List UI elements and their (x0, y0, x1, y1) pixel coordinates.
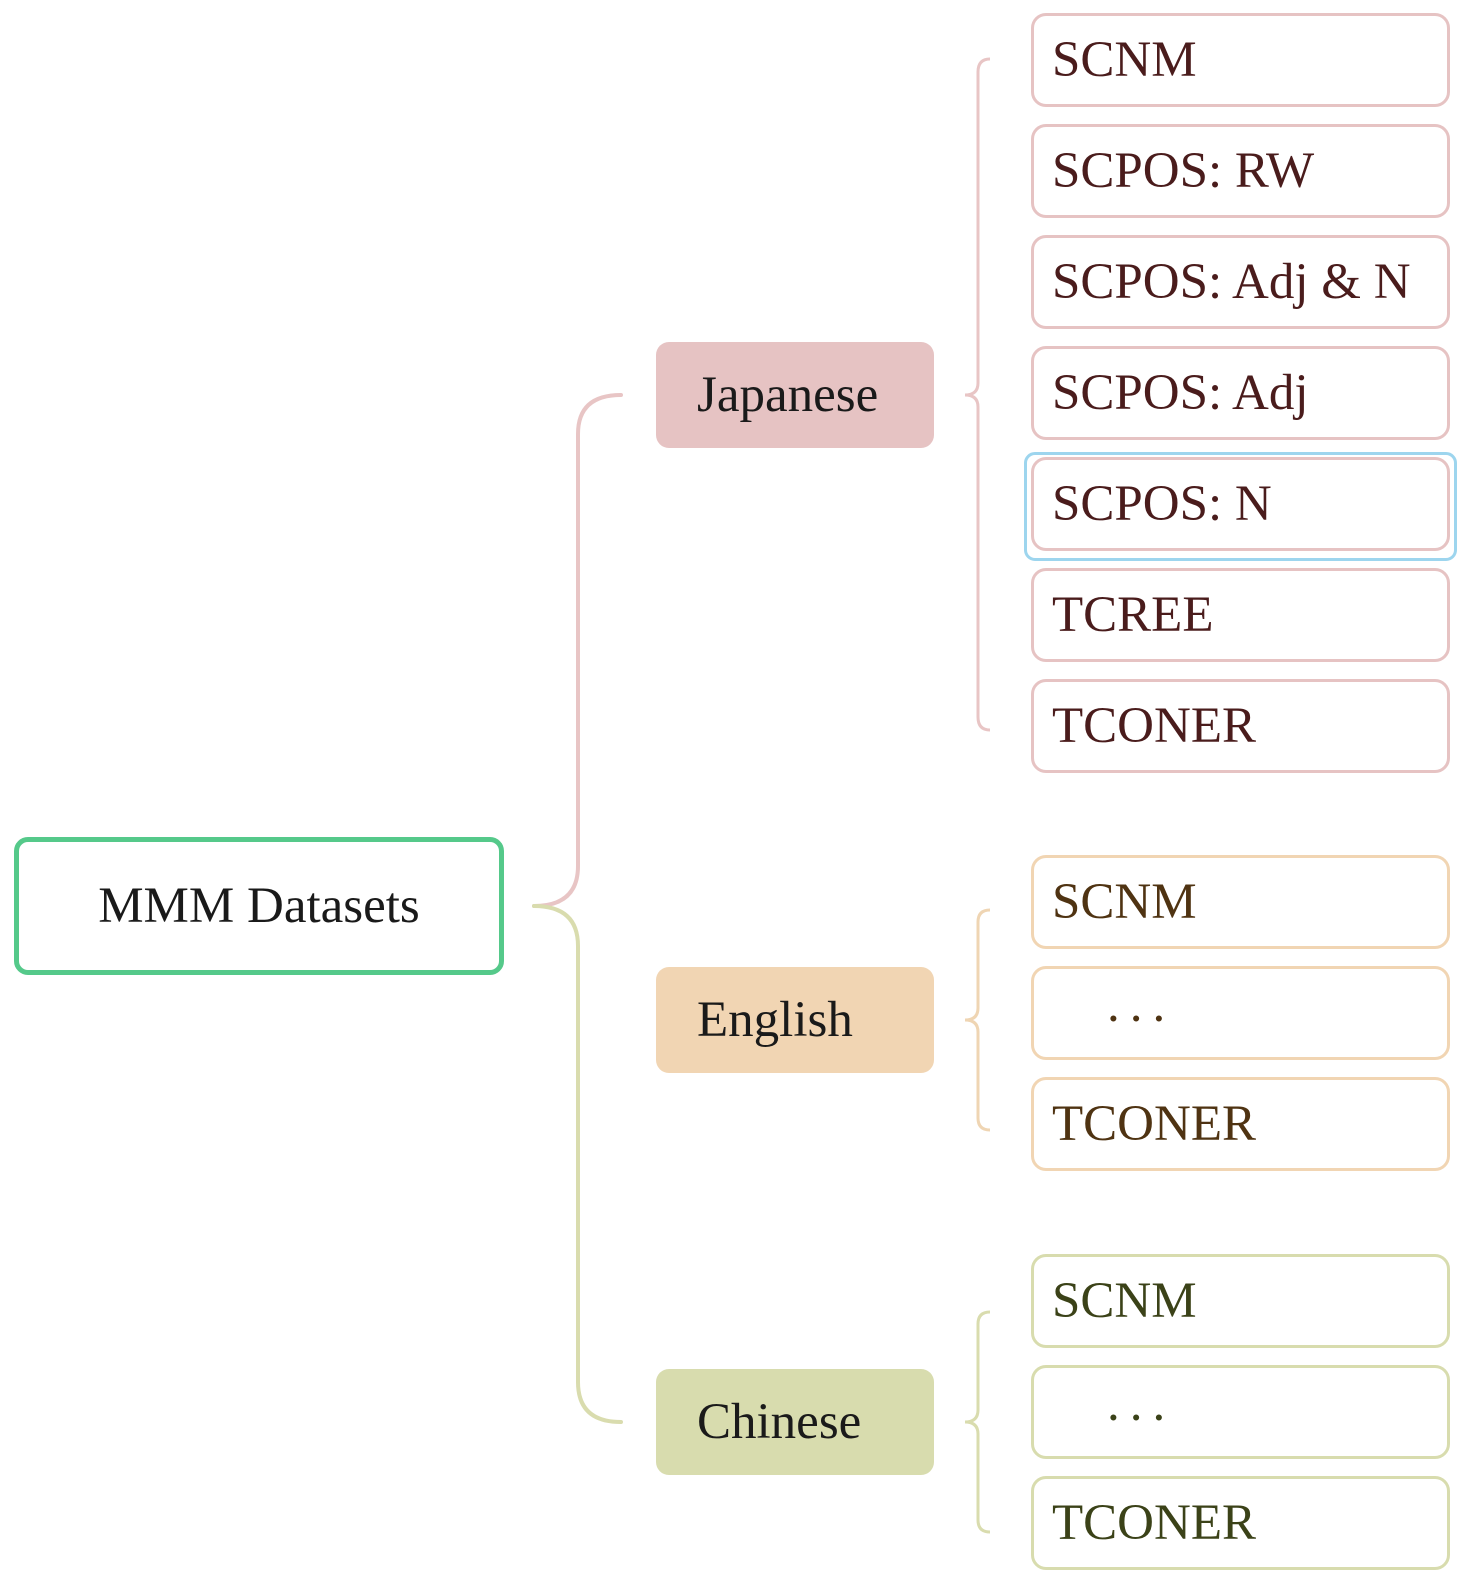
dataset-label: SCPOS: Adj & N (1052, 254, 1411, 310)
dataset-node[interactable]: SCPOS: Adj & N (1031, 235, 1450, 329)
dataset-node-more[interactable]: ... (1031, 1365, 1450, 1459)
category-label: Chinese (697, 1394, 862, 1450)
dataset-label: TCONER (1052, 698, 1256, 754)
category-chinese[interactable]: Chinese (656, 1369, 934, 1475)
branch-root-japanese (532, 393, 623, 908)
dataset-node[interactable]: SCNM (1031, 1254, 1450, 1348)
dataset-node[interactable]: SCNM (1031, 13, 1450, 107)
dataset-node-selected[interactable]: SCPOS: N (1031, 457, 1450, 551)
category-label: Japanese (697, 367, 879, 423)
root-label: MMM Datasets (98, 878, 420, 934)
dataset-node[interactable]: TCONER (1031, 1476, 1450, 1570)
ellipsis-label: ... (1107, 1376, 1176, 1432)
dataset-label: SCNM (1052, 1273, 1197, 1329)
dataset-label: TCONER (1052, 1096, 1256, 1152)
dataset-label: SCNM (1052, 874, 1197, 930)
category-japanese[interactable]: Japanese (656, 342, 934, 448)
brace-english (964, 908, 991, 1132)
dataset-label: SCPOS: RW (1052, 143, 1315, 199)
root-node[interactable]: MMM Datasets (14, 837, 504, 975)
dataset-label: SCPOS: N (1052, 476, 1272, 532)
branch-root-chinese (532, 904, 623, 1424)
category-label: English (697, 992, 853, 1048)
ellipsis-label: ... (1107, 977, 1176, 1033)
dataset-node[interactable]: SCPOS: RW (1031, 124, 1450, 218)
brace-chinese (964, 1310, 991, 1534)
dataset-label: SCPOS: Adj (1052, 365, 1309, 421)
dataset-label: TCREE (1052, 587, 1214, 643)
dataset-node[interactable]: TCREE (1031, 568, 1450, 662)
dataset-node[interactable]: SCNM (1031, 855, 1450, 949)
brace-japanese (964, 57, 991, 732)
category-english[interactable]: English (656, 967, 934, 1073)
dataset-node-more[interactable]: ... (1031, 966, 1450, 1060)
dataset-node[interactable]: TCONER (1031, 679, 1450, 773)
dataset-label: TCONER (1052, 1495, 1256, 1551)
dataset-label: SCNM (1052, 32, 1197, 88)
dataset-node[interactable]: SCPOS: Adj (1031, 346, 1450, 440)
dataset-node[interactable]: TCONER (1031, 1077, 1450, 1171)
